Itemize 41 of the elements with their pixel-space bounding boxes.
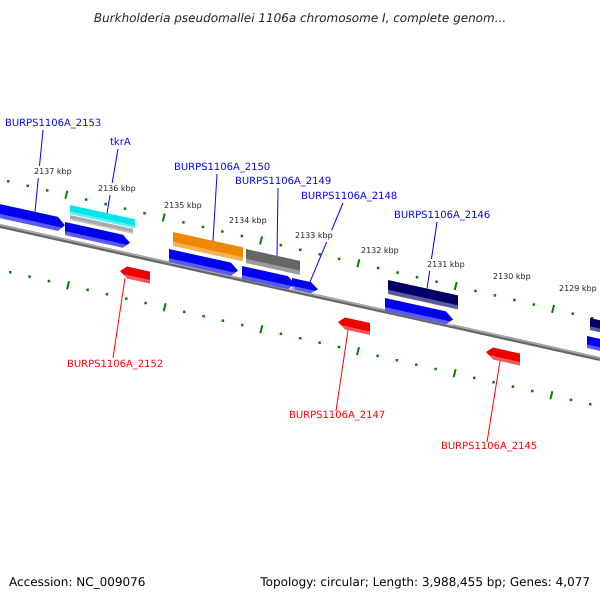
gene-label: tkrA (110, 137, 131, 149)
scale-label: 2130 kbp (493, 271, 531, 283)
scale-label: 2132 kbp (361, 245, 399, 257)
leader-line (276, 188, 278, 256)
leader-line (486, 360, 500, 442)
gene-block (486, 348, 520, 366)
gene-block (65, 222, 130, 250)
gene-label: BURPS1106A_2148 (301, 191, 398, 203)
gene-block (169, 249, 238, 278)
footer-text: Topology: circular; Length: 3,988,455 bp; Genes: 4,077 (260, 574, 590, 590)
scale-label: 2135 kbp (164, 200, 202, 212)
leader-line (336, 330, 348, 412)
scale-label: 2129 kbp (559, 283, 597, 295)
gene-label: BURPS1106A_2153 (5, 118, 102, 130)
gene-block (590, 318, 600, 333)
gene-label: BURPS1106A_2150 (174, 162, 270, 174)
gene-block (246, 249, 300, 275)
title: Burkholderia pseudomallei 1106a chromosome I, complete genom... (92, 10, 508, 26)
gene-block (70, 205, 135, 228)
gene-block (587, 336, 600, 352)
scale-label: 2136 kbp (98, 183, 136, 195)
gene-label: BURPS1106A_2147 (289, 410, 386, 422)
gene-label: BURPS1106A_2152 (67, 359, 164, 371)
leader-line (212, 174, 218, 242)
scale-label: 2133 kbp (295, 230, 333, 242)
gene-label: BURPS1106A_2149 (235, 176, 332, 188)
gene-block (70, 215, 133, 234)
gene-block (173, 232, 243, 262)
scale-label: 2134 kbp (229, 215, 267, 227)
gene-label: BURPS1106A_2145 (441, 441, 538, 453)
scale-label: 2137 kbp (34, 166, 72, 178)
leader-line (112, 278, 126, 358)
gene-block (338, 318, 370, 336)
scale-label: 2131 kbp (427, 259, 465, 271)
gene-block (385, 298, 453, 326)
gene-block (388, 280, 458, 310)
gene-label: BURPS1106A_2146 (394, 210, 490, 222)
gene-block (292, 278, 318, 295)
gene-block (120, 266, 150, 284)
gene-block (0, 203, 65, 232)
footer-text: Accession: NC_009076 (9, 574, 146, 590)
